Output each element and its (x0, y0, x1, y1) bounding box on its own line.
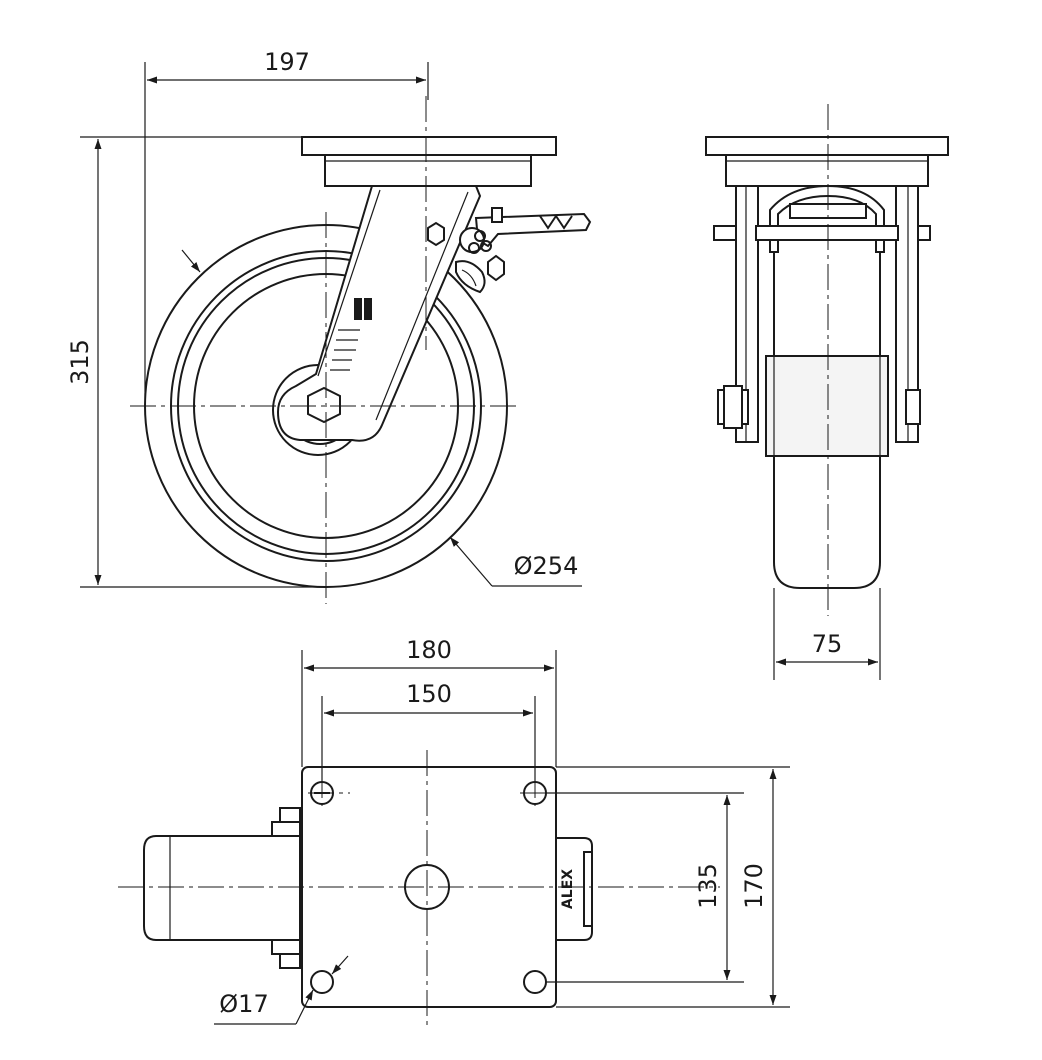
dimension-197: 197 (144, 48, 429, 406)
fork-bolt (427, 221, 445, 247)
dimension-180: 180 (301, 636, 557, 767)
dimension-150: 150 (321, 680, 536, 782)
swivel-raceway (324, 154, 532, 187)
side-top-plate (705, 136, 949, 156)
front-view: 197 315 Ø254 (66, 48, 592, 604)
side-fork-right (895, 185, 919, 443)
plan-wheel (143, 835, 301, 941)
dimension-75-label: 75 (812, 630, 843, 658)
axle-nut (307, 386, 341, 424)
side-axle-nut-right (905, 389, 921, 425)
side-view: 75 (705, 104, 949, 680)
mounting-hole-bottom-right (523, 970, 547, 994)
dimension-170: 170 (556, 766, 790, 1008)
dimension-315-label: 315 (66, 339, 94, 385)
dimension-315: 315 (66, 136, 326, 588)
mounting-hole-bottom-left (310, 970, 334, 994)
top-view: ALEX 180 150 (118, 636, 790, 1025)
side-wheel-hub (765, 355, 889, 457)
dimension-135-label: 135 (694, 863, 722, 909)
dimension-180-label: 180 (406, 636, 452, 664)
side-fork-left (735, 185, 759, 443)
side-brake (769, 184, 885, 253)
top-plate (301, 136, 557, 156)
dimension-170-label: 170 (740, 863, 768, 909)
dimension-150-label: 150 (406, 680, 452, 708)
side-swivel-raceway (725, 154, 929, 187)
brand-mark-label: ALEX (560, 869, 576, 909)
fork-logo-mark (330, 298, 372, 371)
dimension-wheel-diameter: Ø254 (181, 249, 582, 587)
dimension-254-label: Ø254 (514, 552, 579, 580)
dimension-hole-diameter: Ø17 (214, 955, 349, 1025)
dimension-17-label: Ø17 (219, 990, 268, 1018)
fork-leg (276, 185, 482, 442)
dimension-135: 135 (546, 792, 744, 983)
dimension-75: 75 (773, 588, 881, 680)
brake-mechanism (455, 207, 592, 294)
dimension-197-label: 197 (264, 48, 310, 76)
